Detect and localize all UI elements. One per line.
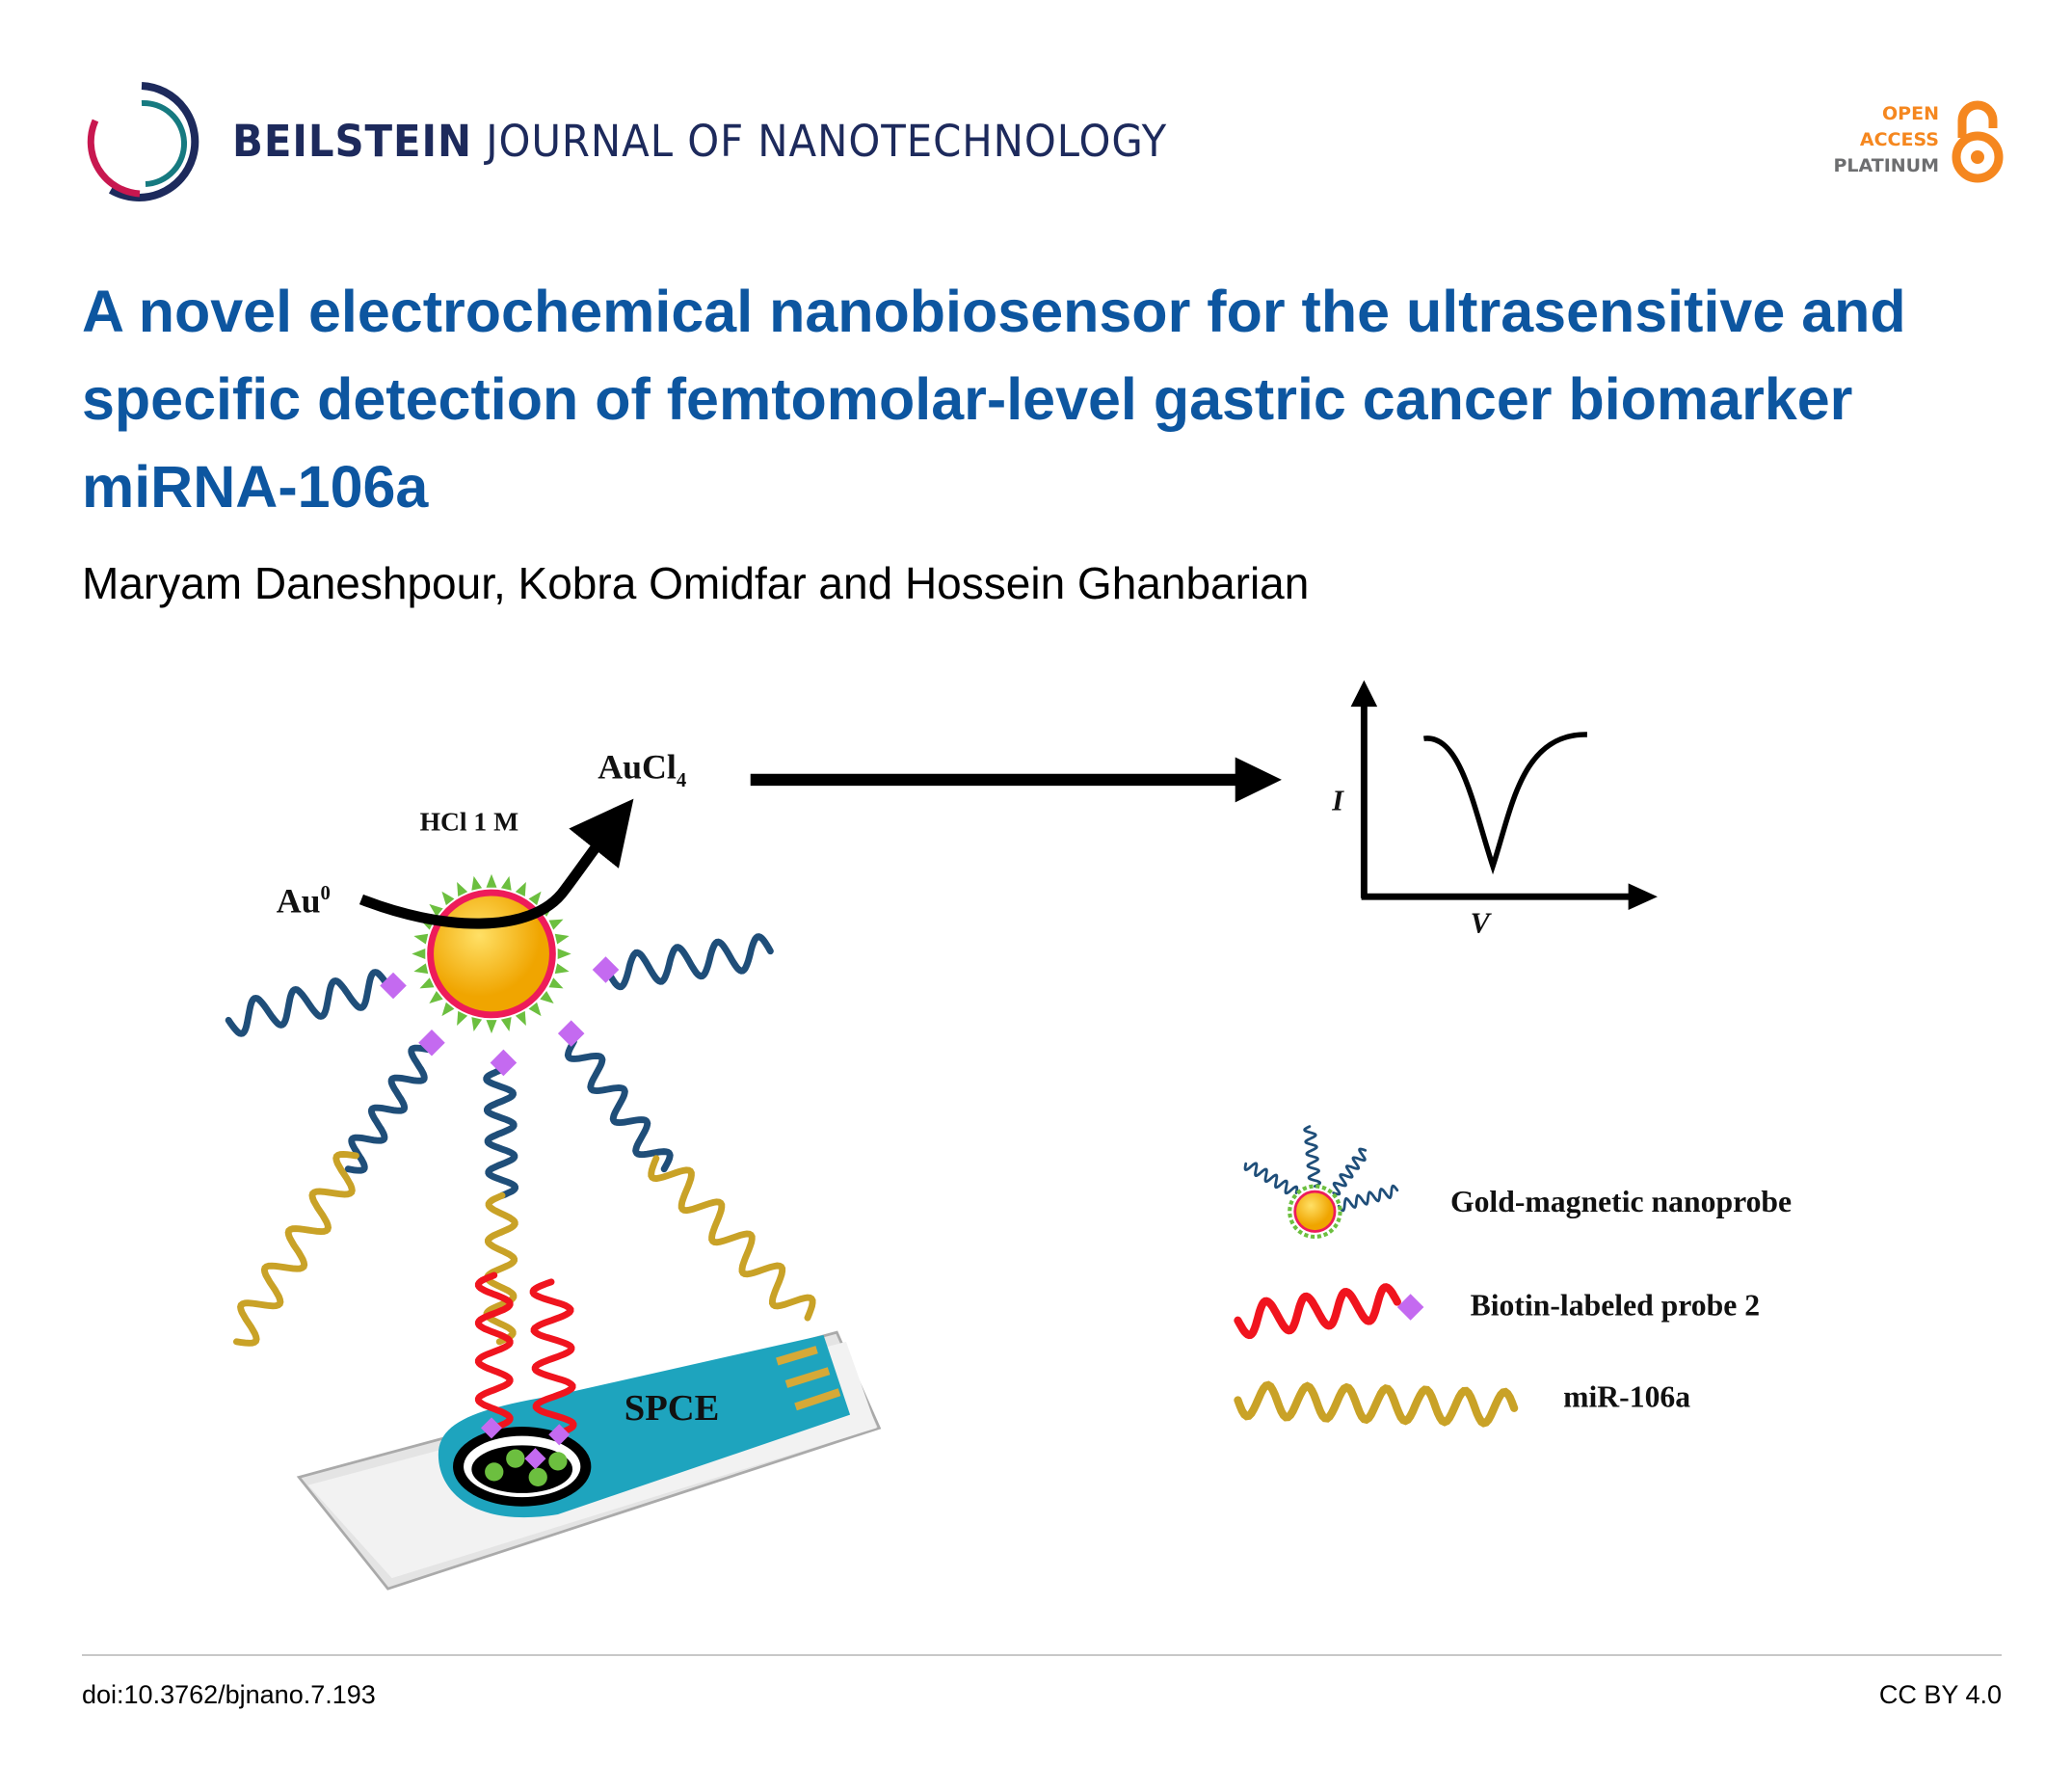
open-access-badge: OPEN ACCESS PLATINUM xyxy=(1812,99,2005,186)
biotin-diamond xyxy=(480,1417,503,1439)
beilstein-logo xyxy=(87,82,199,201)
y-axis-label: I xyxy=(1331,785,1344,817)
open-access-lock-icon xyxy=(1952,100,2004,183)
capture-probe-strand xyxy=(529,1278,577,1438)
surface-ligand xyxy=(548,919,564,930)
legend-label: miR-106a xyxy=(1563,1379,1690,1413)
surface-ligand xyxy=(429,990,443,1003)
legend-probe-strand xyxy=(1337,1184,1399,1213)
biotin-diamond xyxy=(418,1029,445,1056)
voltammogram-plot: I V xyxy=(1331,680,1658,939)
surface-ligand xyxy=(515,881,526,896)
peak-curve xyxy=(1423,732,1587,875)
surface-ligand xyxy=(413,933,429,945)
surface-ligand xyxy=(429,903,443,917)
probe-strand xyxy=(483,1067,518,1199)
doi-link[interactable]: doi:10.3762/bjnano.7.193 xyxy=(82,1680,376,1709)
mirna-strand xyxy=(232,1150,359,1347)
surface-ligand xyxy=(412,948,426,959)
legend: Gold-magnetic nanoprobe Biotin-labeled p… xyxy=(1288,1184,1792,1413)
biotin-diamond xyxy=(557,1020,585,1047)
license-label: CC BY 4.0 xyxy=(1878,1680,2002,1709)
journal-name: BEILSTEIN JOURNAL OF NANOTECHNOLOGY xyxy=(232,116,1167,167)
biotin-diamond xyxy=(380,972,407,1000)
surface-ligand xyxy=(457,881,468,896)
process-arrow xyxy=(750,757,1282,803)
mirna-strand xyxy=(648,1155,816,1322)
surface-ligand xyxy=(457,1010,468,1026)
surface-ligand xyxy=(486,1020,497,1034)
legend-label: Biotin-labeled probe 2 xyxy=(1471,1288,1760,1322)
journal-name-rest: JOURNAL OF NANOTECHNOLOGY xyxy=(486,116,1168,167)
surface-ligand xyxy=(471,1017,483,1032)
probe-strand xyxy=(344,1044,432,1174)
surface-ligand xyxy=(500,1017,512,1032)
surface-ligand xyxy=(441,1002,455,1017)
surface-ligand xyxy=(471,875,483,891)
badge-access: ACCESS xyxy=(1859,129,1939,150)
surface-ligand xyxy=(554,933,570,945)
x-axis-label: V xyxy=(1471,906,1493,939)
journal-name-bold: BEILSTEIN xyxy=(232,116,472,167)
surface-ligand xyxy=(528,891,542,906)
legend-label: Gold-magnetic nanoprobe xyxy=(1450,1185,1792,1218)
aucl4-label: AuCl4 xyxy=(598,748,686,791)
surface-ligand xyxy=(500,875,512,891)
au0-label: Au0 xyxy=(277,882,331,921)
article-authors: Maryam Daneshpour, Kobra Omidfar and Hos… xyxy=(82,558,1310,608)
legend-probe-strand xyxy=(1332,1147,1368,1196)
biotin-diamond xyxy=(524,1448,546,1470)
capture-probe-strand xyxy=(474,1271,514,1431)
legend-probe-strand xyxy=(1303,1125,1322,1188)
footer-divider xyxy=(82,1654,2002,1656)
surface-ligand xyxy=(528,1002,542,1017)
badge-platinum: PLATINUM xyxy=(1833,155,1939,176)
surface-ligand xyxy=(419,977,435,989)
surface-ligand xyxy=(515,1010,526,1026)
probe-strand xyxy=(604,933,774,991)
surface-ligand xyxy=(413,963,429,975)
legend-probe-strand xyxy=(1243,1162,1299,1195)
biotin-markers xyxy=(380,956,1424,1470)
spce-electrode: SPCE xyxy=(296,1330,882,1591)
surface-ligand xyxy=(554,963,570,975)
legend-gold-strand xyxy=(1234,1380,1519,1428)
surface-ligand xyxy=(540,990,554,1003)
legend-nanoprobe-icon xyxy=(1288,1184,1342,1240)
gold-nanoparticle xyxy=(412,873,571,1034)
probe-strand xyxy=(564,1037,674,1173)
article-title: A novel electrochemical nanobiosensor fo… xyxy=(82,279,1906,520)
surface-ligand xyxy=(441,891,455,906)
mirna-strand xyxy=(483,1191,518,1346)
dna-strands xyxy=(225,933,1519,1438)
biotin-diamond xyxy=(1396,1294,1424,1321)
surface-ligand xyxy=(548,977,564,989)
probe-strand xyxy=(225,969,391,1037)
spce-label: SPCE xyxy=(624,1388,720,1429)
hcl-label: HCl 1 M xyxy=(420,806,519,836)
biotin-diamond xyxy=(548,1424,571,1446)
badge-open: OPEN xyxy=(1882,103,1939,124)
oxidation-arrow xyxy=(359,798,634,929)
surface-ligand xyxy=(486,873,497,888)
surface-ligand xyxy=(557,948,571,959)
legend-red-strand xyxy=(1234,1283,1401,1340)
